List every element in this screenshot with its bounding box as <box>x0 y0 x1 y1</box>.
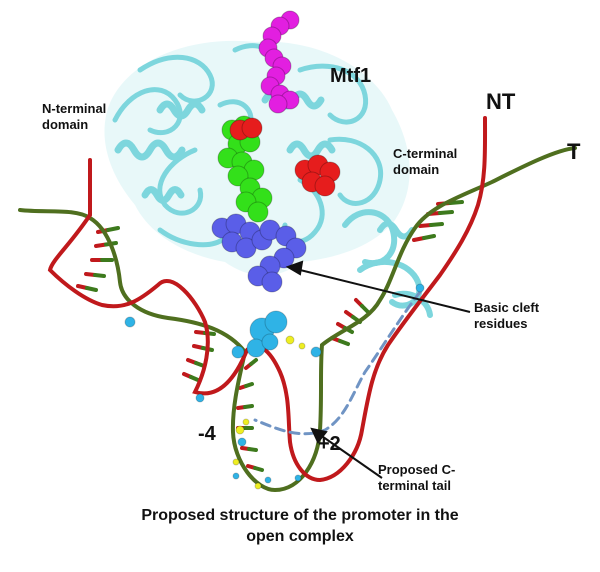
base-pair-half-green <box>244 382 254 388</box>
cyan-sphere <box>124 316 136 328</box>
n-terminal-domain-label: N-terminal domain <box>42 101 107 133</box>
cyan-sphere <box>415 283 425 293</box>
yellow-sphere <box>232 458 240 466</box>
c-terminal-tail-arrowhead <box>310 427 328 444</box>
basic-cleft-residue-cluster <box>211 213 307 293</box>
c-terminal-tail-arrow <box>315 431 383 479</box>
magenta-residue-cluster <box>258 10 300 114</box>
melted-region-spheres <box>124 283 425 490</box>
ribbon-body-outline <box>104 40 410 276</box>
base-pair-half-green <box>85 286 98 292</box>
base-pair-half-green <box>338 339 350 346</box>
basic-cleft-arrow <box>291 267 471 313</box>
yellow-sphere <box>235 425 245 435</box>
yellow-sphere <box>285 335 295 345</box>
c-terminal-tail-label: Proposed C- terminal tail <box>378 462 456 494</box>
base-pair-half-green <box>194 361 206 368</box>
residue-sphere <box>241 117 263 139</box>
nontemplate-strand-label: NT <box>486 89 516 114</box>
yellow-sphere <box>298 342 306 350</box>
base-pair-half-green <box>253 466 264 472</box>
mtf1-protein-ribbon <box>104 40 433 318</box>
basic-cleft-label: Basic cleft residues <box>474 300 540 332</box>
basic-cleft-arrowhead <box>285 260 304 276</box>
base-pair-half-green <box>360 304 370 314</box>
template-strand <box>18 146 577 493</box>
nontemplate-strand <box>47 116 488 483</box>
caption-line-2: open complex <box>246 527 354 545</box>
residue-sphere <box>261 271 283 293</box>
yellow-sphere <box>254 482 262 490</box>
protein-name-label: Mtf1 <box>330 65 372 87</box>
proposed-c-terminal-tail <box>253 290 422 436</box>
c-terminal-domain-label: C-terminal domain <box>393 146 458 178</box>
figure-caption: Proposed structure of the promoter in th… <box>20 506 580 548</box>
base-pair-half-green <box>429 222 444 227</box>
space-filling-residues <box>211 10 341 293</box>
pointer-arrows <box>285 260 471 479</box>
cyan-sphere <box>232 472 240 480</box>
cyan-sphere <box>261 333 279 351</box>
residue-sphere <box>268 94 288 114</box>
base-pair-half-green <box>249 358 258 366</box>
cyan-sphere <box>294 474 302 482</box>
cyan-sphere <box>237 437 247 447</box>
base-pair-half-green <box>448 200 464 205</box>
base-pair-half-green <box>93 273 106 278</box>
base-pair-half-green <box>422 234 436 240</box>
residue-sphere <box>314 175 336 197</box>
residue-sphere <box>247 201 269 223</box>
caption-line-1: Proposed structure of the promoter in th… <box>141 507 459 524</box>
position-minus4-label: -4 <box>198 423 216 445</box>
red-residue-cluster <box>229 117 341 197</box>
template-strand-label: T <box>567 139 581 164</box>
position-plus2-label: +2 <box>318 433 341 455</box>
yellow-sphere <box>242 418 250 426</box>
base-pair-half-green <box>189 375 200 382</box>
base-pair-half-green <box>243 404 254 409</box>
cyan-sphere <box>231 345 245 359</box>
base-pair-half-green <box>247 447 258 452</box>
cyan-sphere <box>264 310 288 334</box>
cyan-sphere <box>264 476 272 484</box>
cyan-sphere <box>310 346 322 358</box>
cyan-sphere <box>195 393 205 403</box>
base-pair-half-green <box>438 210 454 215</box>
base-pair-half-green <box>106 226 120 232</box>
